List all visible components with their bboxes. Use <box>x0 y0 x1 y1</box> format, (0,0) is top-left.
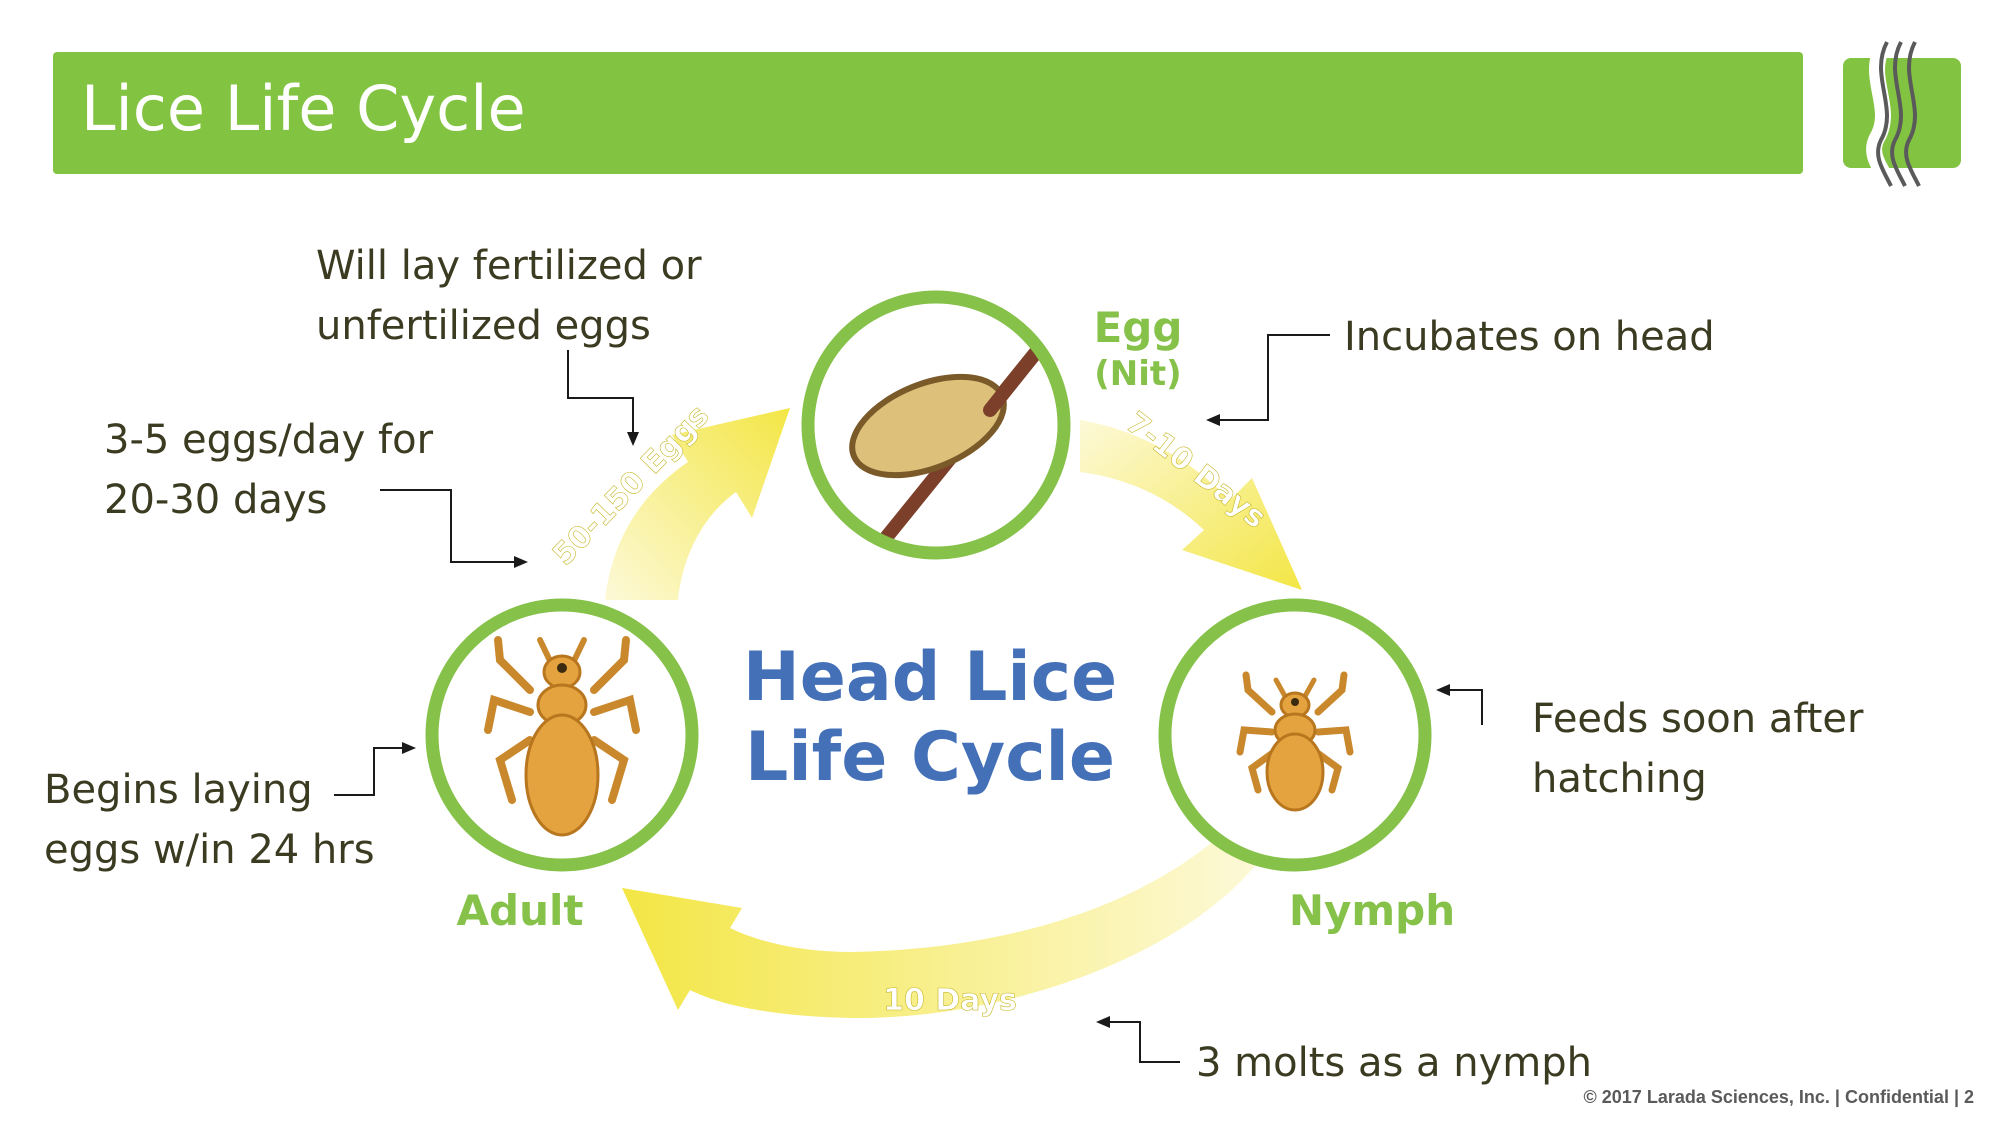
nymph-stage-label: Nymph <box>1289 886 1455 935</box>
arrowhead-begins-laying-icon <box>402 742 416 754</box>
note-eggs-per-day: 3-5 eggs/day for 20-30 days <box>104 417 434 523</box>
adult-stage-label: Adult <box>457 886 584 935</box>
connector-eggs-per-day <box>380 489 515 563</box>
arrow-label-nymph-days: 10 Days <box>883 983 1017 1018</box>
page-title: Lice Life Cycle <box>81 72 526 145</box>
egg-stage-label: Egg <box>1094 303 1183 352</box>
arrowhead-molts-icon <box>1096 1016 1110 1028</box>
egg-stage-sublabel: (Nit) <box>1094 354 1181 394</box>
title-bar: Lice Life Cycle <box>53 52 1803 174</box>
arrowhead-eggs-per-day-icon <box>514 556 528 568</box>
nymph-stage-circle <box>1158 598 1432 872</box>
connector-fertilized <box>567 350 634 432</box>
adult-louse-icon <box>484 636 640 837</box>
connector-begins-laying <box>334 747 404 796</box>
arrowhead-feeds-icon <box>1436 684 1450 696</box>
center-title-line-1: Head Lice <box>743 638 1117 717</box>
connector-feeds <box>1448 689 1483 725</box>
connector-incubates <box>1218 334 1330 421</box>
footer-copyright: © 2017 Larada Sciences, Inc. | Confident… <box>1583 1087 1974 1107</box>
connector-molts <box>1108 1021 1180 1063</box>
arrowhead-fertilized-icon <box>627 432 639 446</box>
note-begins-laying: Begins laying eggs w/in 24 hrs <box>44 767 375 873</box>
egg-stage-circle <box>801 290 1071 560</box>
nymph-louse-icon <box>1236 671 1354 812</box>
note-molts: 3 molts as a nymph <box>1196 1040 1592 1086</box>
note-feeds: Feeds soon after hatching <box>1532 696 1864 802</box>
company-logo-icon <box>1843 38 1961 188</box>
adult-stage-circle <box>425 598 699 872</box>
arrow-nymph-to-adult <box>622 840 1260 1019</box>
center-title-line-2: Life Cycle <box>745 718 1115 797</box>
note-incubates: Incubates on head <box>1344 314 1715 360</box>
arrow-egg-to-nymph <box>1080 420 1302 590</box>
arrowhead-incubates-icon <box>1206 414 1220 426</box>
note-fertilized: Will lay fertilized or unfertilized eggs <box>316 243 702 349</box>
arrow-adult-to-egg <box>605 408 790 600</box>
